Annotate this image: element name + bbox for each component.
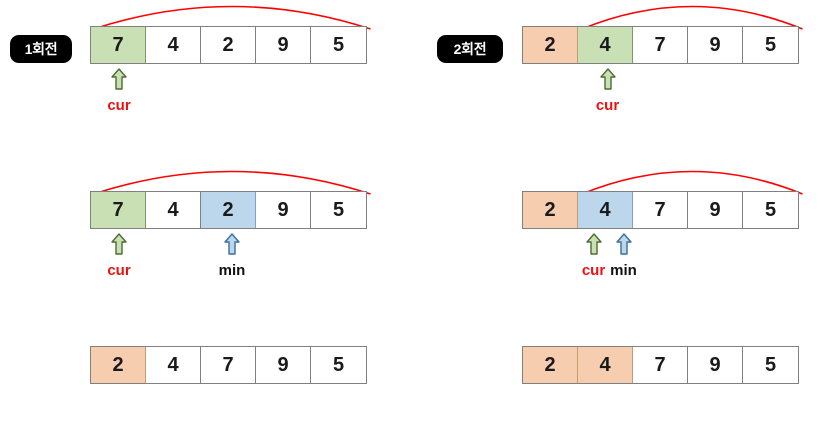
- array-cell[interactable]: 9: [256, 347, 311, 383]
- array-cell[interactable]: 2: [201, 27, 256, 63]
- array-cell[interactable]: 7: [633, 192, 688, 228]
- pointer-min: min: [212, 233, 252, 279]
- pointer-cur: cur: [588, 68, 628, 114]
- pointer-cur: cur: [574, 233, 614, 279]
- pointer-label: cur: [581, 262, 606, 279]
- pointer-label: min: [610, 262, 637, 279]
- array-cell[interactable]: 9: [688, 27, 743, 63]
- array-cell[interactable]: 4: [146, 192, 201, 228]
- up-arrow-icon: [574, 233, 614, 257]
- round-badge-1: 1회전: [10, 35, 72, 63]
- array-cell[interactable]: 9: [256, 192, 311, 228]
- array-cell[interactable]: 7: [91, 27, 146, 63]
- array-cell[interactable]: 5: [311, 27, 366, 63]
- array-cell[interactable]: 4: [578, 27, 633, 63]
- array-cell[interactable]: 4: [578, 347, 633, 383]
- array-cell[interactable]: 5: [743, 27, 798, 63]
- up-arrow-icon: [604, 233, 644, 257]
- pointer-label: cur: [107, 262, 131, 279]
- array-cell[interactable]: 2: [523, 192, 578, 228]
- array-cell[interactable]: 9: [256, 27, 311, 63]
- pointer-label: cur: [595, 97, 620, 114]
- array-cell[interactable]: 7: [633, 347, 688, 383]
- array-cell[interactable]: 7: [201, 347, 256, 383]
- up-arrow-icon: [212, 233, 252, 257]
- array-cell[interactable]: 7: [633, 27, 688, 63]
- array-cell[interactable]: 5: [743, 192, 798, 228]
- array-cell[interactable]: 7: [91, 192, 146, 228]
- array-cell[interactable]: 4: [146, 347, 201, 383]
- array-cell[interactable]: 2: [91, 347, 146, 383]
- array-cell[interactable]: 9: [688, 192, 743, 228]
- array-cell[interactable]: 2: [523, 347, 578, 383]
- array-cell[interactable]: 5: [743, 347, 798, 383]
- pointer-label: min: [218, 262, 246, 279]
- pointer-cur: cur: [99, 233, 139, 279]
- array-cell[interactable]: 4: [578, 192, 633, 228]
- array-cell[interactable]: 4: [146, 27, 201, 63]
- pointer-min: min: [604, 233, 644, 279]
- up-arrow-icon: [99, 233, 139, 257]
- array-cell[interactable]: 9: [688, 347, 743, 383]
- up-arrow-icon: [99, 68, 139, 92]
- array-cell[interactable]: 5: [311, 192, 366, 228]
- pointer-label: cur: [107, 97, 131, 114]
- array-cell[interactable]: 2: [201, 192, 256, 228]
- pointer-cur: cur: [99, 68, 139, 114]
- array-cell[interactable]: 2: [523, 27, 578, 63]
- up-arrow-icon: [588, 68, 628, 92]
- array-cell[interactable]: 5: [311, 347, 366, 383]
- selection-sort-diagram: { "theme": { "green_fill": "#c9dfb4", "g…: [0, 0, 825, 403]
- round-badge-2: 2회전: [437, 35, 503, 63]
